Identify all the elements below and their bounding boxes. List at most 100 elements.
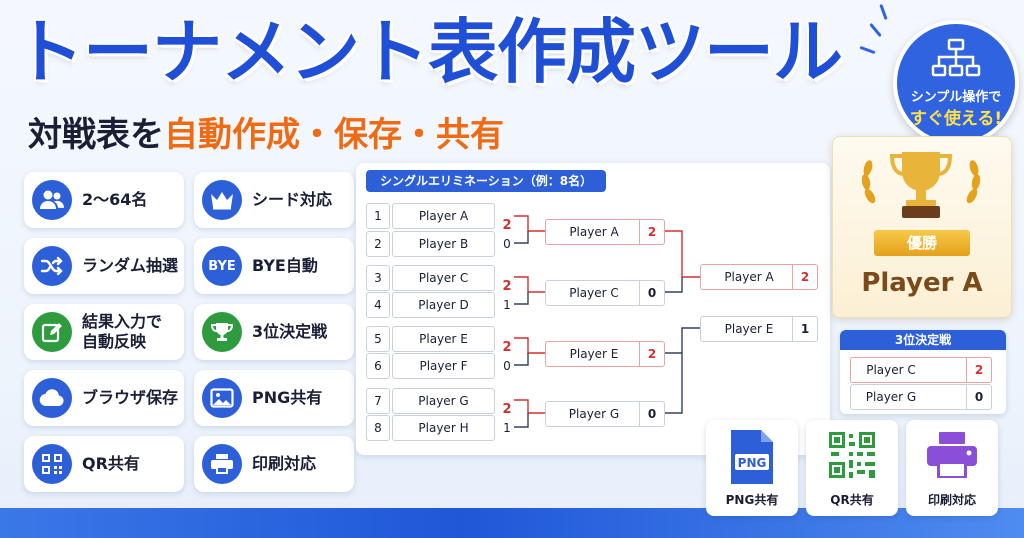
final-player: Player E bbox=[724, 322, 774, 336]
feature-auto-reflect: 結果入力で 自動反映 bbox=[24, 304, 184, 360]
share-label: 印刷対応 bbox=[927, 493, 976, 507]
third-place-score: 0 bbox=[966, 385, 991, 409]
round2-match[interactable]: Player C 0 bbox=[545, 280, 665, 306]
seed-number: 8 bbox=[366, 415, 390, 441]
round1-score: 0 bbox=[503, 359, 511, 373]
burst-line bbox=[879, 3, 888, 21]
easy-use-badge: シンプル操作で すぐ使える! bbox=[893, 20, 1019, 146]
feature-label: シード対応 bbox=[252, 190, 333, 209]
main-title: トーナメント表作成ツール bbox=[14, 11, 843, 93]
feature-png-share: PNG共有 bbox=[194, 370, 354, 426]
round2-score: 2 bbox=[639, 220, 664, 244]
feature-label: 結果入力で 自動反映 bbox=[82, 312, 163, 351]
third-place-row[interactable]: Player C 2 bbox=[850, 357, 992, 383]
trophy-icon bbox=[861, 152, 981, 218]
edit-icon bbox=[32, 312, 72, 352]
cloud-icon bbox=[32, 378, 72, 418]
round1-score: 2 bbox=[502, 218, 512, 233]
final-score: 2 bbox=[792, 265, 817, 289]
champion-name: Player A bbox=[861, 268, 983, 298]
round2-player: Player G bbox=[568, 407, 620, 421]
feature-third-place: 3位決定戦 bbox=[194, 304, 354, 360]
round1-score: 1 bbox=[503, 298, 511, 312]
round1-player[interactable]: Player G bbox=[392, 388, 495, 414]
bracket-icon bbox=[931, 38, 981, 77]
feature-qr-share: QR共有 bbox=[24, 436, 184, 492]
bye-icon: BYE bbox=[202, 246, 242, 286]
feature-print: 印刷対応 bbox=[194, 436, 354, 492]
third-place-title: 3位決定戦 bbox=[840, 330, 1006, 350]
crown-icon bbox=[202, 180, 242, 220]
final-player: Player A bbox=[724, 270, 774, 284]
round1-player[interactable]: Player A bbox=[392, 203, 495, 229]
badge-line1: シンプル操作で bbox=[910, 90, 1002, 105]
third-place-player: Player G bbox=[865, 390, 917, 404]
share-qr-button[interactable]: QR共有 bbox=[806, 420, 898, 516]
round2-player: Player E bbox=[569, 347, 619, 361]
round2-score: 2 bbox=[639, 342, 664, 366]
subtitle: 対戦表を自動作成・保存・共有 bbox=[28, 112, 504, 158]
trophy-icon bbox=[202, 312, 242, 352]
users-icon bbox=[32, 180, 72, 220]
png-icon-text: PNG bbox=[737, 456, 767, 470]
feature-random-draw: ランダム抽選 bbox=[24, 238, 184, 294]
seed-number: 1 bbox=[366, 203, 390, 229]
round2-match[interactable]: Player G 0 bbox=[545, 401, 665, 427]
round2-match[interactable]: Player A 2 bbox=[545, 219, 665, 245]
seed-number: 6 bbox=[366, 353, 390, 379]
round2-match[interactable]: Player E 2 bbox=[545, 341, 665, 367]
round1-player[interactable]: Player D bbox=[392, 292, 495, 318]
round1-score: 0 bbox=[503, 237, 511, 251]
subtitle-prefix: 対戦表を bbox=[28, 115, 164, 155]
image-icon bbox=[202, 378, 242, 418]
round2-player: Player A bbox=[569, 225, 619, 239]
feature-label: QR共有 bbox=[82, 454, 140, 473]
qr-code-icon bbox=[829, 432, 875, 478]
round1-score: 1 bbox=[503, 421, 511, 435]
share-png-button[interactable]: PNG PNG共有 bbox=[706, 420, 798, 516]
final-match[interactable]: Player A 2 bbox=[700, 264, 818, 290]
third-place-row[interactable]: Player G 0 bbox=[850, 384, 992, 410]
qr-icon bbox=[32, 444, 72, 484]
subtitle-highlight: 自動作成・保存・共有 bbox=[164, 115, 504, 155]
feature-browser-save: ブラウザ保存 bbox=[24, 370, 184, 426]
round1-score: 2 bbox=[502, 279, 512, 294]
round1-player[interactable]: Player H bbox=[392, 415, 495, 441]
printer-icon bbox=[927, 432, 977, 478]
round1-player[interactable]: Player E bbox=[392, 326, 495, 352]
feature-label: BYE自動 bbox=[252, 256, 318, 275]
third-place-player: Player C bbox=[866, 363, 916, 377]
feature-participants: 2〜64名 bbox=[24, 172, 184, 228]
share-label: QR共有 bbox=[830, 493, 874, 507]
burst-line bbox=[859, 45, 876, 55]
round1-player[interactable]: Player F bbox=[392, 353, 495, 379]
feature-label: 2〜64名 bbox=[82, 190, 148, 209]
feature-label: ブラウザ保存 bbox=[82, 388, 179, 407]
round2-score: 0 bbox=[639, 402, 664, 426]
round1-player[interactable]: Player C bbox=[392, 265, 495, 291]
seed-number: 5 bbox=[366, 326, 390, 352]
shuffle-icon bbox=[32, 246, 72, 286]
third-place-score: 2 bbox=[966, 358, 991, 382]
bracket-type-label: シングルエリミネーション（例：8名） bbox=[366, 170, 607, 192]
png-file-icon bbox=[731, 430, 773, 484]
feature-label: ランダム抽選 bbox=[82, 256, 179, 275]
badge-line2: すぐ使える! bbox=[909, 109, 1003, 129]
champion-ribbon: 優勝 bbox=[874, 230, 970, 256]
final-match[interactable]: Player E 1 bbox=[700, 316, 818, 342]
feature-label: PNG共有 bbox=[252, 388, 323, 407]
seed-number: 4 bbox=[366, 292, 390, 318]
final-score: 1 bbox=[792, 317, 817, 341]
share-print-button[interactable]: 印刷対応 bbox=[906, 420, 998, 516]
feature-bye: BYE BYE自動 bbox=[194, 238, 354, 294]
round1-player[interactable]: Player B bbox=[392, 231, 495, 257]
round1-score: 2 bbox=[502, 402, 512, 417]
seed-number: 2 bbox=[366, 231, 390, 257]
seed-number: 7 bbox=[366, 388, 390, 414]
feature-label: 3位決定戦 bbox=[252, 322, 328, 341]
seed-number: 3 bbox=[366, 265, 390, 291]
round2-score: 0 bbox=[639, 281, 664, 305]
round1-score: 2 bbox=[502, 340, 512, 355]
burst-line bbox=[869, 22, 882, 38]
printer-icon bbox=[202, 444, 242, 484]
